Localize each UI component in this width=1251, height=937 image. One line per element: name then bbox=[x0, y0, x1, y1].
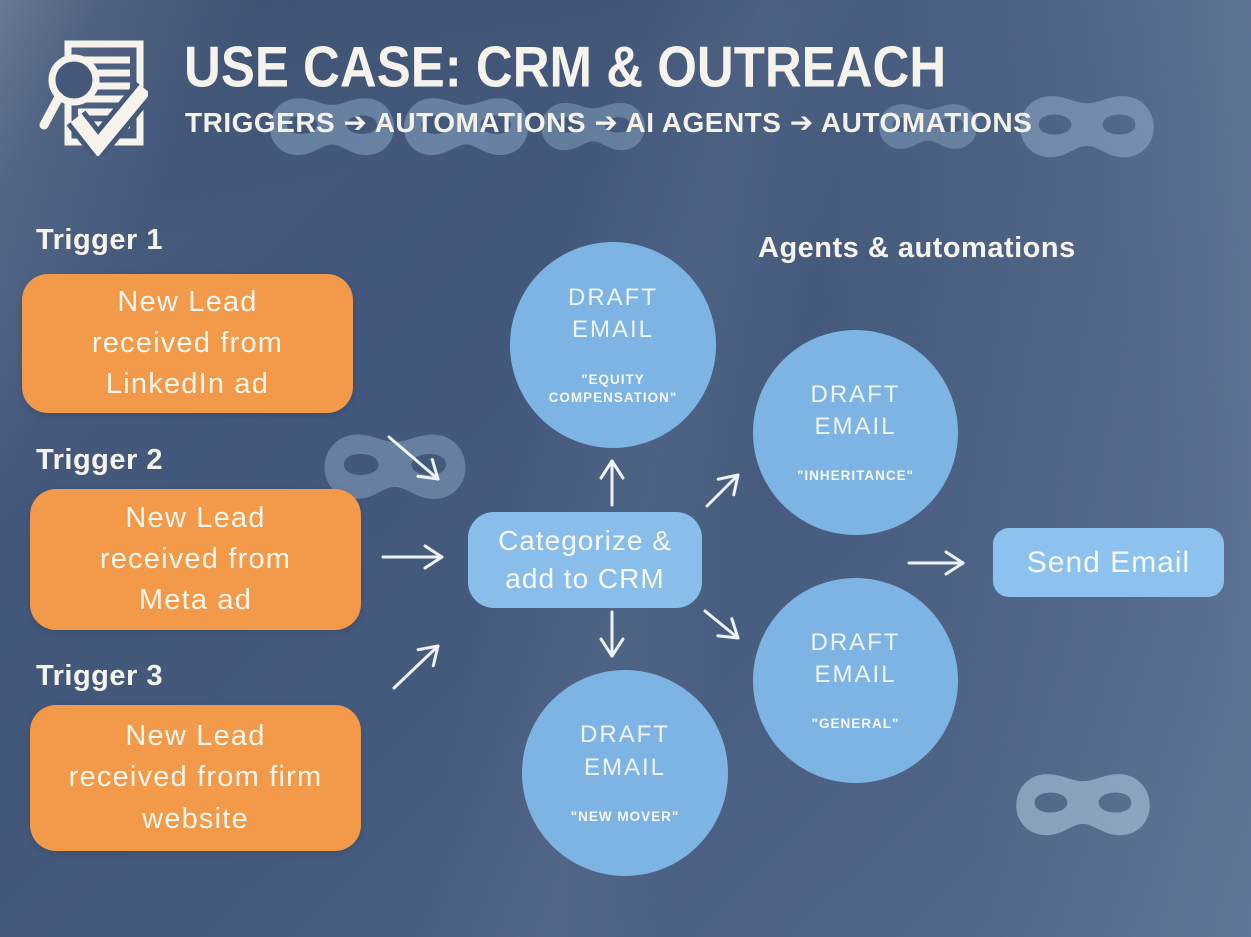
trigger-1-text-line: received from bbox=[91, 326, 284, 359]
circle-title: DRAFT EMAIL bbox=[580, 721, 670, 781]
draft-email-circle-equity: DRAFT EMAIL "EQUITY COMPENSATION" bbox=[510, 242, 716, 448]
trigger-2-label: Trigger 2 bbox=[36, 444, 163, 476]
trigger-3-text-line: New Lead bbox=[125, 720, 266, 753]
trigger-1-text-line: LinkedIn ad bbox=[105, 368, 270, 401]
page-title: USE CASE: CRM & OUTREACH bbox=[184, 35, 947, 99]
page-subtitle: TRIGGERS ➔ AUTOMATIONS ➔ AI AGENTS ➔ AUT… bbox=[185, 107, 1033, 138]
draft-email-circle-new-mover: DRAFT EMAIL "NEW MOVER" bbox=[522, 670, 728, 876]
trigger-2-box: New Lead received from Meta ad bbox=[30, 489, 361, 630]
trigger-3-label: Trigger 3 bbox=[36, 660, 163, 692]
trigger-1-label: Trigger 1 bbox=[36, 224, 163, 256]
trigger-1-box: New Lead received from LinkedIn ad bbox=[22, 274, 353, 413]
arrow-trigger3-to-crm bbox=[392, 644, 440, 690]
circle-tag: "EQUITY COMPENSATION" bbox=[548, 371, 678, 406]
agents-section-label: Agents & automations bbox=[758, 232, 1076, 264]
trigger-2-text-line: received from bbox=[99, 542, 292, 575]
arrow-trigger1-to-crm bbox=[387, 435, 440, 481]
trigger-3-box: New Lead received from firm website bbox=[30, 705, 361, 851]
circle-tag: "INHERITANCE" bbox=[796, 468, 915, 484]
document-search-check-icon bbox=[38, 36, 155, 166]
circle-tag: "GENERAL" bbox=[811, 716, 900, 732]
circle-title: DRAFT EMAIL bbox=[568, 283, 658, 344]
draft-email-circle-inheritance: DRAFT EMAIL "INHERITANCE" bbox=[753, 330, 958, 535]
arrow-crm-to-inheritance bbox=[705, 473, 740, 508]
mask-icon bbox=[1012, 766, 1154, 842]
arrow-crm-to-general bbox=[703, 609, 740, 640]
trigger-3-text-line: website bbox=[142, 802, 249, 835]
draft-email-circle-general: DRAFT EMAIL "GENERAL" bbox=[753, 578, 958, 783]
circle-title: DRAFT EMAIL bbox=[810, 380, 901, 441]
trigger-3-text-line: received from firm bbox=[68, 761, 323, 794]
trigger-2-text-line: New Lead bbox=[125, 501, 266, 534]
categorize-crm-box: Categorize & add to CRM bbox=[468, 512, 702, 608]
circle-tag: "NEW MOVER" bbox=[570, 808, 680, 824]
trigger-2-text-line: Meta ad bbox=[138, 584, 253, 617]
send-email-box: Send Email bbox=[993, 528, 1224, 597]
circle-title: DRAFT EMAIL bbox=[810, 628, 901, 689]
trigger-1-text-line: New Lead bbox=[117, 285, 258, 318]
